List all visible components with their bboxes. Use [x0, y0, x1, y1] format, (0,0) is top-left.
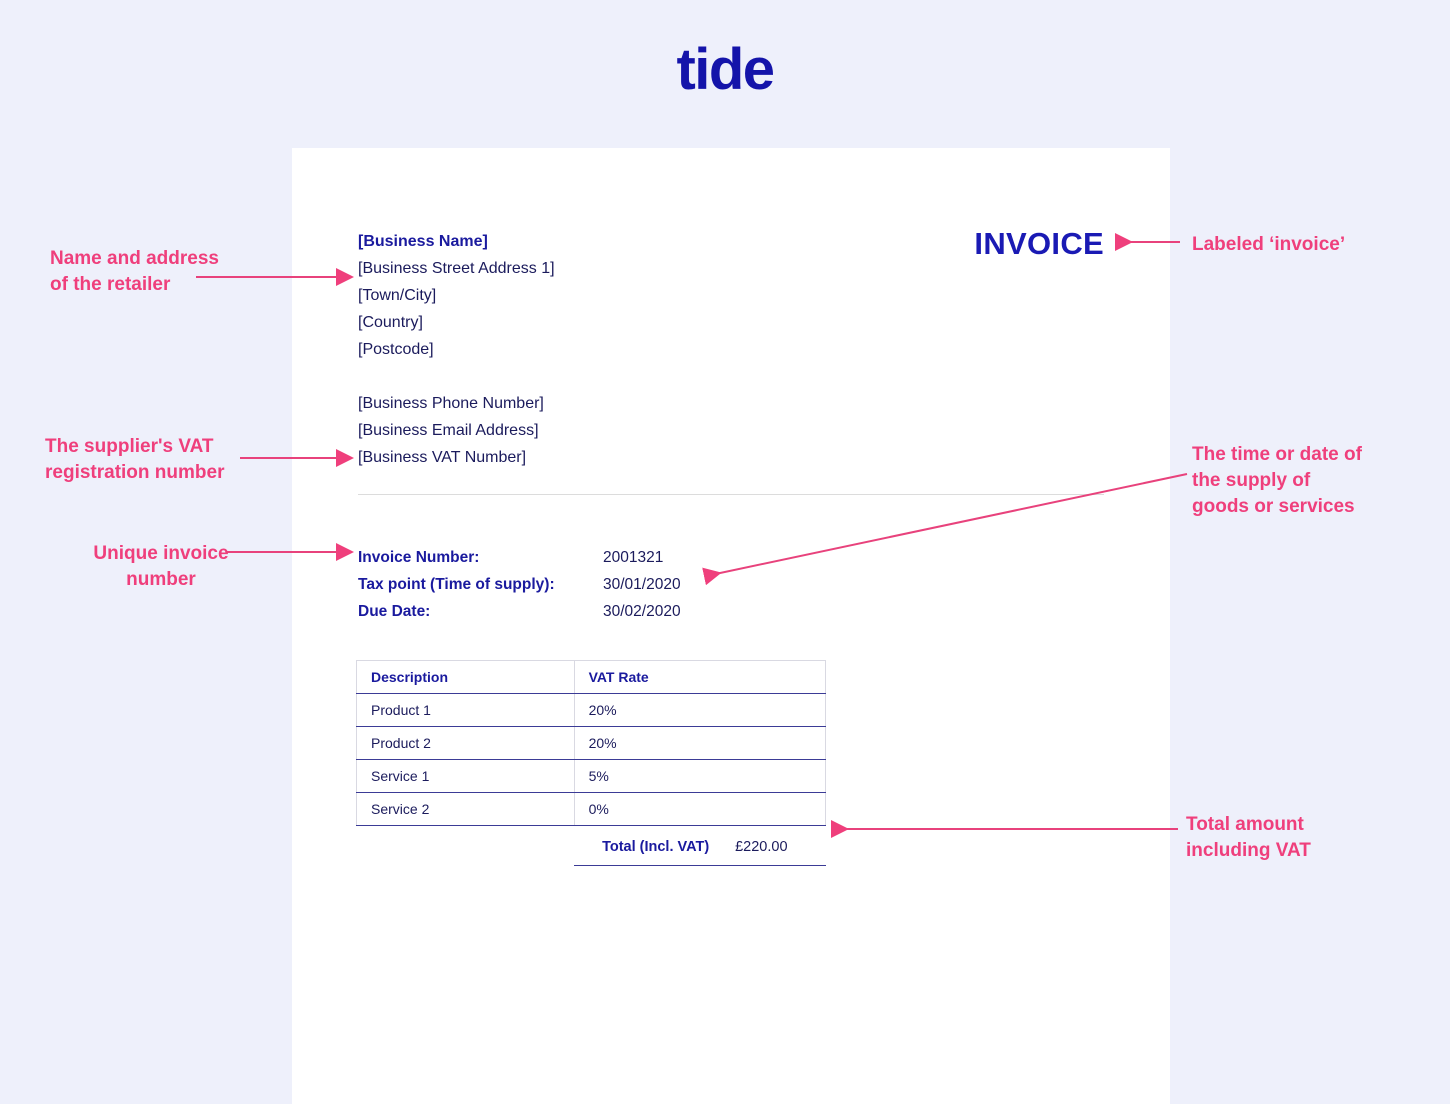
- meta-row: Due Date: 30/02/2020: [358, 598, 681, 625]
- annotation-retailer: Name and address of the retailer: [50, 246, 340, 298]
- meta-row: Invoice Number: 2001321: [358, 544, 681, 571]
- total-row: Total (Incl. VAT) £220.00: [357, 825, 826, 866]
- business-vat-number: [Business VAT Number]: [358, 449, 527, 466]
- cell-description: Service 2: [356, 792, 575, 826]
- cell-description: Product 1: [356, 693, 575, 727]
- due-date-label: Due Date:: [358, 603, 431, 620]
- annotation-line: The supplier's VAT: [45, 436, 214, 457]
- annotation-line: including VAT: [1186, 840, 1311, 861]
- business-phone: [Business Phone Number]: [358, 395, 544, 412]
- line-items-table: Description VAT Rate Product 1 20% Produ…: [356, 660, 827, 866]
- cell-vat-rate: 20%: [573, 693, 827, 727]
- annotation-line: The time or date of: [1192, 444, 1362, 465]
- cell-vat-rate: 20%: [573, 726, 827, 760]
- table-header-row: Description VAT Rate: [356, 660, 827, 694]
- business-name: [Business Name]: [358, 233, 488, 250]
- annotation-labeled-invoice: Labeled ‘invoice’: [1192, 232, 1432, 258]
- due-date-value: 30/02/2020: [603, 603, 681, 620]
- header-vat-rate: VAT Rate: [573, 660, 827, 694]
- tax-point-label: Tax point (Time of supply):: [358, 576, 555, 593]
- table-row: Service 2 0%: [356, 792, 827, 826]
- business-street: [Business Street Address 1]: [358, 260, 555, 277]
- annotation-line: registration number: [45, 462, 225, 483]
- business-details: [Business Name] [Business Street Address…: [358, 228, 555, 471]
- total-cell: Total (Incl. VAT) £220.00: [574, 825, 826, 866]
- annotation-line: of the retailer: [50, 274, 171, 295]
- annotation-invoice-number: Unique invoice number: [42, 541, 280, 593]
- table-row: Product 1 20%: [356, 693, 827, 727]
- business-email: [Business Email Address]: [358, 422, 539, 439]
- invoice-title: INVOICE: [974, 226, 1104, 261]
- annotation-line: Name and address: [50, 248, 219, 269]
- tax-point-value: 30/01/2020: [603, 576, 681, 593]
- cell-vat-rate: 5%: [573, 759, 827, 793]
- cell-description: Product 2: [356, 726, 575, 760]
- invoice-page: INVOICE [Business Name] [Business Street…: [292, 148, 1170, 1104]
- annotation-supply-date: The time or date of the supply of goods …: [1192, 442, 1422, 520]
- table-row: Service 1 5%: [356, 759, 827, 793]
- annotation-line: goods or services: [1192, 496, 1355, 517]
- annotation-vat-registration: The supplier's VAT registration number: [45, 434, 345, 486]
- annotation-line: the supply of: [1192, 470, 1311, 491]
- annotation-line: Labeled ‘invoice’: [1192, 234, 1346, 255]
- total-label: Total (Incl. VAT): [602, 839, 710, 855]
- header-description: Description: [356, 660, 575, 694]
- meta-row: Tax point (Time of supply): 30/01/2020: [358, 571, 681, 598]
- section-divider: [358, 494, 1104, 495]
- cell-description: Service 1: [356, 759, 575, 793]
- business-country: [Country]: [358, 314, 423, 331]
- invoice-number-label: Invoice Number:: [358, 549, 480, 566]
- cell-vat-rate: 0%: [573, 792, 827, 826]
- annotation-total-amount: Total amount including VAT: [1186, 812, 1416, 864]
- spacer: [358, 363, 555, 390]
- invoice-meta: Invoice Number: 2001321 Tax point (Time …: [358, 544, 681, 625]
- invoice-number-value: 2001321: [603, 549, 664, 566]
- annotation-line: number: [126, 569, 196, 590]
- annotation-line: Total amount: [1186, 814, 1304, 835]
- business-town: [Town/City]: [358, 287, 437, 304]
- tide-logo: tide: [676, 37, 775, 102]
- table-row: Product 2 20%: [356, 726, 827, 760]
- total-value: £220.00: [735, 839, 788, 855]
- annotation-line: Unique invoice: [93, 543, 229, 564]
- total-spacer: [357, 826, 575, 866]
- business-postcode: [Postcode]: [358, 341, 434, 358]
